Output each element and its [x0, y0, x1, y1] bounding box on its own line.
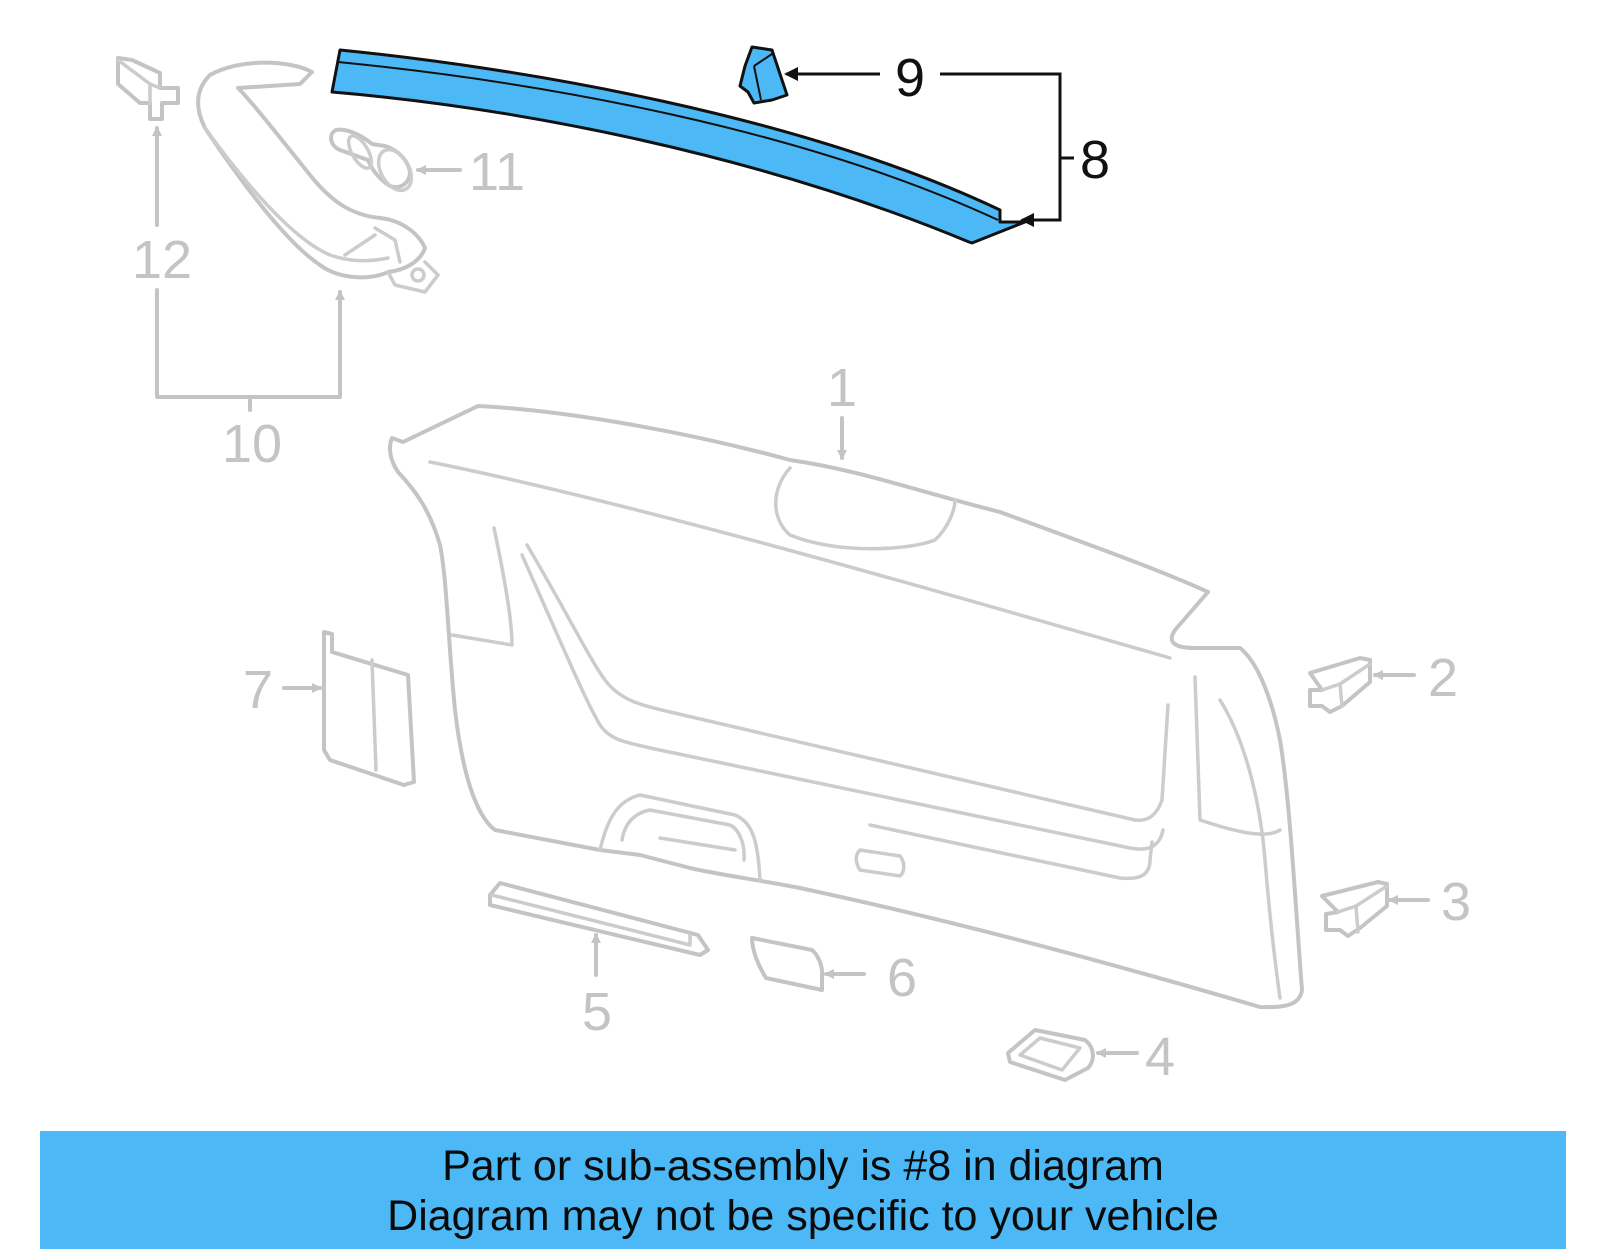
callout-12: 12	[132, 230, 192, 290]
part-1-liftgate-trim-panel	[388, 404, 1304, 1010]
part-11-push-clip	[329, 127, 414, 193]
callout-9: 9	[895, 48, 925, 108]
callout-3: 3	[1441, 872, 1471, 932]
banner-line-2: Diagram may not be specific to your vehi…	[387, 1192, 1219, 1240]
leader-bracket-8	[940, 72, 1062, 227]
part-3-clip	[1320, 880, 1389, 938]
callout-6: 6	[887, 948, 917, 1008]
callout-2: 2	[1428, 648, 1458, 708]
callout-11: 11	[469, 142, 525, 202]
leader-bracket-10	[155, 288, 345, 399]
callout-10: 10	[222, 414, 282, 474]
part-9-clip[interactable]	[738, 45, 789, 105]
callout-8: 8	[1080, 130, 1110, 190]
part-7-side-cover	[322, 630, 416, 787]
callout-5: 5	[582, 982, 612, 1042]
part-4-pad	[1006, 1028, 1095, 1082]
part-12-bracket	[116, 56, 180, 121]
banner-line-1: Part or sub-assembly is #8 in diagram	[442, 1142, 1164, 1190]
part-6-cover	[750, 936, 824, 992]
callout-4: 4	[1145, 1027, 1175, 1087]
part-2-clip	[1308, 656, 1372, 714]
part-5-sill-strip	[488, 881, 710, 957]
part-10-pillar-trim	[196, 60, 440, 294]
callout-1: 1	[827, 358, 857, 418]
info-banner: Part or sub-assembly is #8 in diagram Di…	[40, 1131, 1566, 1249]
callout-7: 7	[243, 660, 273, 720]
